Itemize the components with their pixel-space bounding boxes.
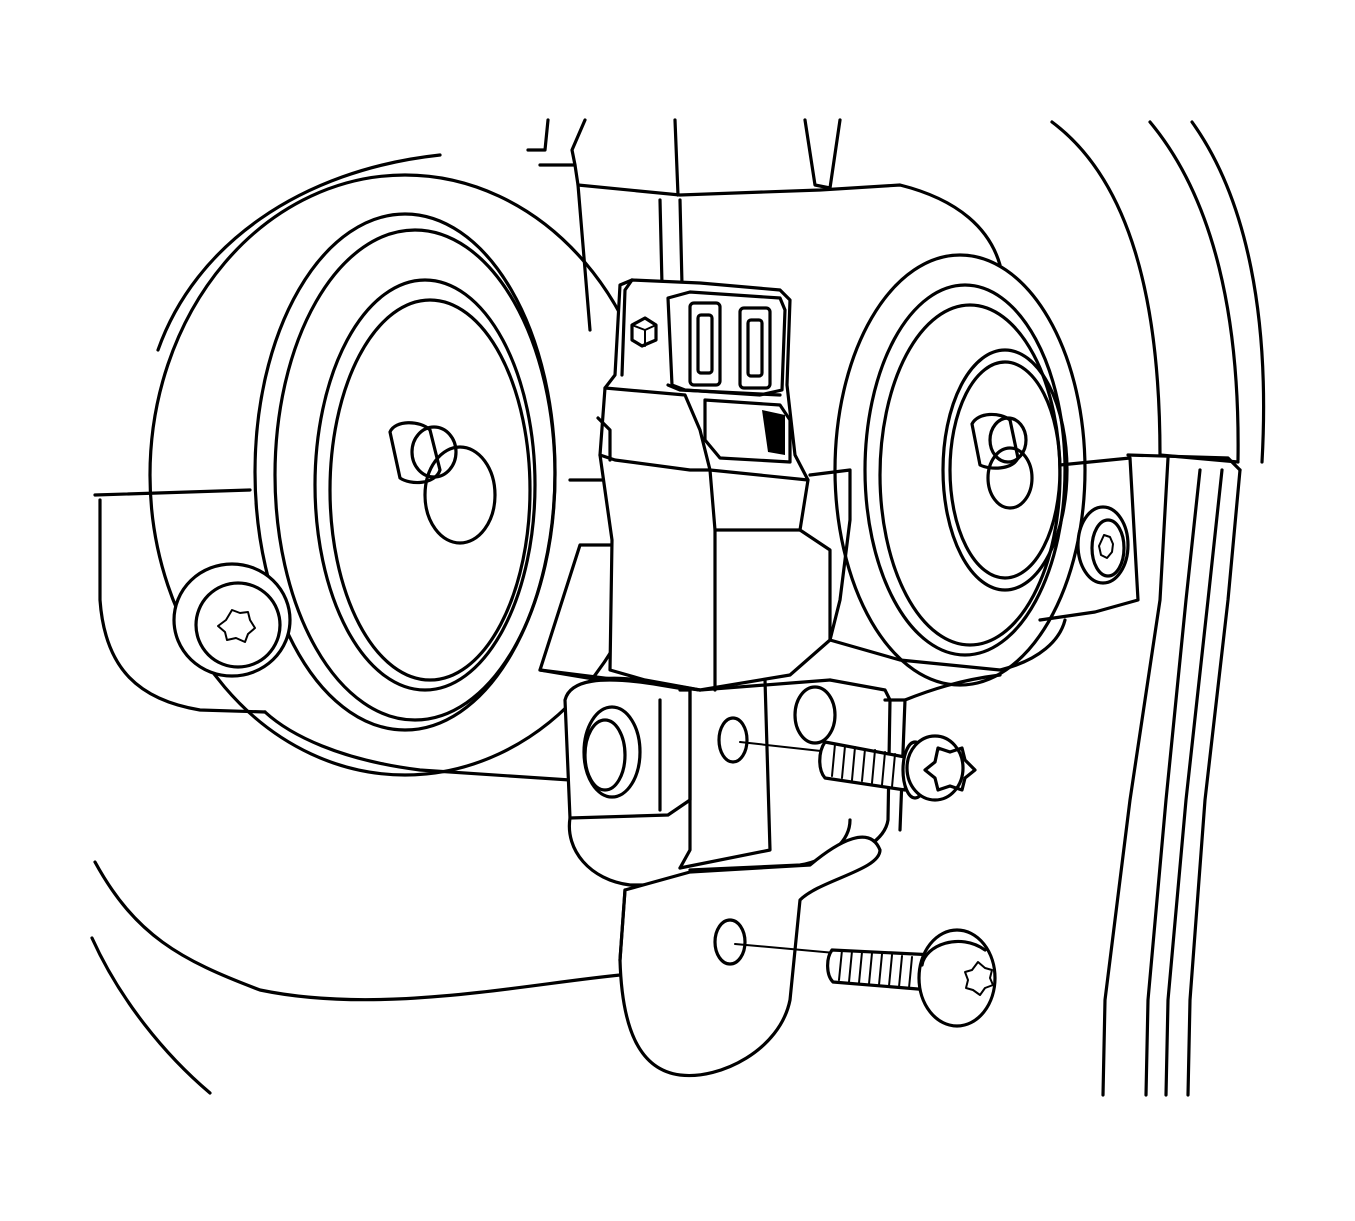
right-housing-arcs [1050, 120, 1266, 1097]
right-torx-bolt-icon [1076, 505, 1130, 585]
alignment-leader-lines [734, 741, 836, 954]
torx-bolt-icon [172, 562, 292, 678]
torx-screw-lower-icon [826, 928, 997, 1028]
carrier-plate [526, 118, 1002, 332]
mounting-hole [717, 716, 749, 764]
background-arcs-left [90, 153, 622, 1095]
torx-screw-icon [818, 734, 977, 802]
bottom-tongue-plate [618, 835, 882, 1078]
connector-icon [630, 290, 792, 464]
left-mounting-tab [93, 488, 572, 782]
right-pivot-disc [833, 253, 1087, 687]
left-pivot-disc [148, 173, 662, 777]
